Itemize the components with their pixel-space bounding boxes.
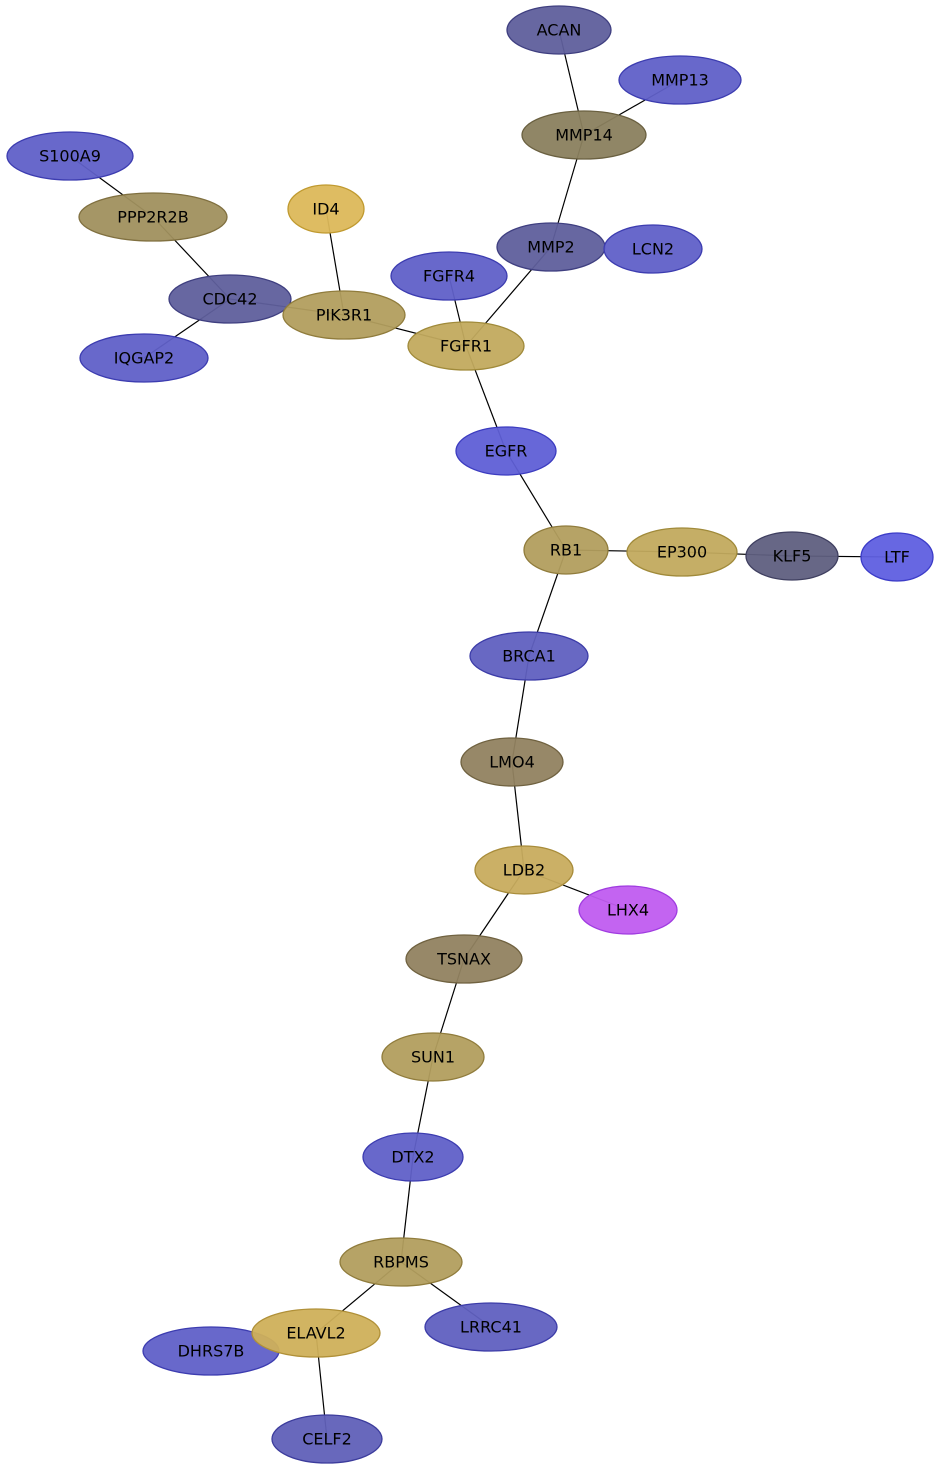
node-ellipse	[521, 110, 647, 160]
node-ellipse	[474, 845, 574, 895]
node-ppp2r2b[interactable]: PPP2R2B	[78, 192, 228, 242]
node-tsnax[interactable]: TSNAX	[405, 934, 523, 984]
node-label: FGFR4	[423, 267, 475, 286]
node-label: DHRS7B	[178, 1342, 245, 1361]
node-ellipse	[287, 184, 365, 234]
node-label: RBPMS	[373, 1253, 429, 1272]
node-ellipse	[523, 525, 609, 575]
node-label: BRCA1	[502, 647, 556, 666]
node-label: LRRC41	[460, 1318, 522, 1337]
node-label: S100A9	[39, 147, 101, 166]
node-label: DTX2	[391, 1148, 434, 1167]
node-fgfr1[interactable]: FGFR1	[407, 321, 525, 371]
node-ellipse	[745, 531, 839, 581]
node-ep300[interactable]: EP300	[626, 527, 738, 577]
node-ellipse	[407, 321, 525, 371]
node-s100a9[interactable]: S100A9	[6, 131, 134, 181]
node-ellipse	[251, 1308, 381, 1358]
node-ellipse	[79, 333, 209, 383]
node-acan[interactable]: ACAN	[506, 5, 612, 55]
node-ellipse	[362, 1132, 464, 1182]
node-ellipse	[460, 737, 564, 787]
node-label: RB1	[550, 541, 582, 560]
node-ltf[interactable]: LTF	[860, 532, 934, 582]
node-lrrc41[interactable]: LRRC41	[424, 1302, 558, 1352]
node-id4[interactable]: ID4	[287, 184, 365, 234]
node-label: TSNAX	[436, 950, 491, 969]
node-label: CELF2	[302, 1430, 352, 1449]
node-label: IQGAP2	[114, 349, 174, 368]
node-ellipse	[78, 192, 228, 242]
node-lmo4[interactable]: LMO4	[460, 737, 564, 787]
node-ellipse	[381, 1032, 485, 1082]
node-label: FGFR1	[440, 337, 492, 356]
node-lhx4[interactable]: LHX4	[578, 885, 678, 935]
node-label: ACAN	[537, 21, 582, 40]
node-label: EP300	[657, 543, 707, 562]
node-fgfr4[interactable]: FGFR4	[390, 251, 508, 301]
node-pik3r1[interactable]: PIK3R1	[282, 290, 406, 340]
node-klf5[interactable]: KLF5	[745, 531, 839, 581]
node-label: LTF	[884, 548, 910, 567]
node-label: KLF5	[773, 547, 812, 566]
node-ellipse	[860, 532, 934, 582]
node-label: SUN1	[411, 1048, 455, 1067]
node-rb1[interactable]: RB1	[523, 525, 609, 575]
node-ellipse	[390, 251, 508, 301]
node-ellipse	[618, 55, 742, 105]
edge-layer	[69, 29, 898, 1440]
node-label: LMO4	[489, 753, 535, 772]
node-elavl2[interactable]: ELAVL2	[251, 1308, 381, 1358]
node-label: LCN2	[632, 240, 674, 259]
node-egfr[interactable]: EGFR	[455, 426, 557, 476]
node-ellipse	[6, 131, 134, 181]
node-label: MMP13	[651, 71, 709, 90]
node-ellipse	[282, 290, 406, 340]
node-lcn2[interactable]: LCN2	[603, 224, 703, 274]
node-label: PPP2R2B	[117, 208, 188, 227]
node-brca1[interactable]: BRCA1	[469, 631, 589, 681]
node-sun1[interactable]: SUN1	[381, 1032, 485, 1082]
node-ellipse	[339, 1237, 463, 1287]
node-dhrs7b[interactable]: DHRS7B	[142, 1326, 280, 1376]
node-dtx2[interactable]: DTX2	[362, 1132, 464, 1182]
node-label: ID4	[312, 200, 339, 219]
node-ellipse	[578, 885, 678, 935]
node-mmp2[interactable]: MMP2	[496, 222, 606, 272]
node-label: ELAVL2	[286, 1324, 345, 1343]
node-ellipse	[603, 224, 703, 274]
node-ellipse	[626, 527, 738, 577]
node-celf2[interactable]: CELF2	[271, 1414, 383, 1464]
node-rbpms[interactable]: RBPMS	[339, 1237, 463, 1287]
node-ellipse	[455, 426, 557, 476]
node-ellipse	[271, 1414, 383, 1464]
node-cdc42[interactable]: CDC42	[168, 274, 292, 324]
node-label: LHX4	[607, 901, 649, 920]
node-label: CDC42	[202, 290, 257, 309]
node-label: MMP14	[555, 126, 613, 145]
node-mmp13[interactable]: MMP13	[618, 55, 742, 105]
node-iqgap2[interactable]: IQGAP2	[79, 333, 209, 383]
node-label: EGFR	[485, 442, 528, 461]
node-ellipse	[506, 5, 612, 55]
node-label: PIK3R1	[316, 306, 372, 325]
node-mmp14[interactable]: MMP14	[521, 110, 647, 160]
node-label: LDB2	[503, 861, 545, 880]
node-ellipse	[168, 274, 292, 324]
node-ellipse	[469, 631, 589, 681]
node-ldb2[interactable]: LDB2	[474, 845, 574, 895]
node-label: MMP2	[527, 238, 574, 257]
node-ellipse	[424, 1302, 558, 1352]
node-ellipse	[405, 934, 523, 984]
